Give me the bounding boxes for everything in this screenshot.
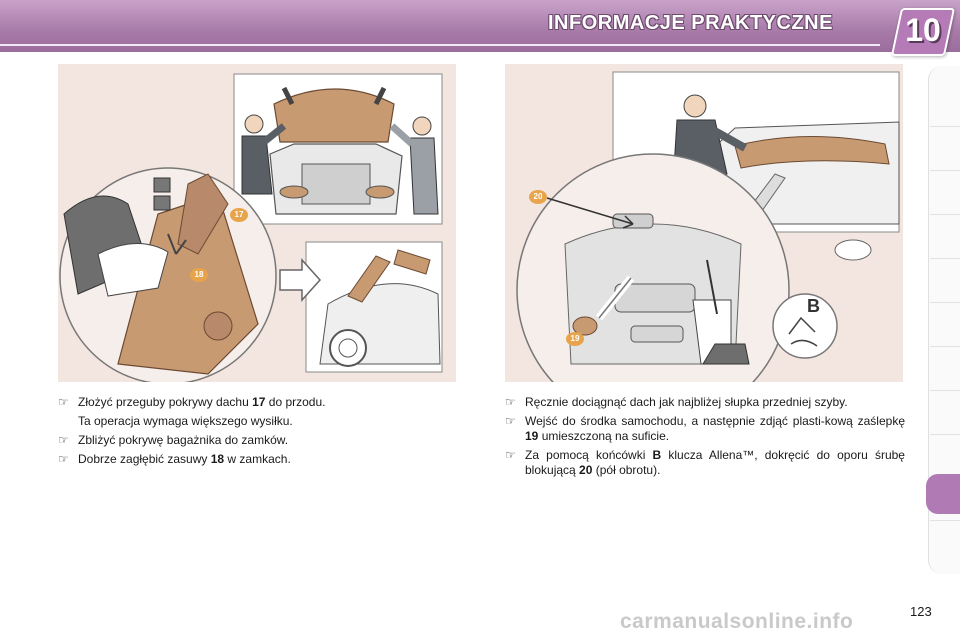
callout-19: 19 [566, 332, 584, 346]
instruction-item: ☞ Złożyć przeguby pokrywy dachu 17 do pr… [58, 395, 456, 410]
right-instructions: ☞ Ręcznie dociągnąć dach jak najbliżej s… [505, 395, 905, 482]
roof-locking-illustration: 20 19 B [505, 64, 903, 382]
instruction-item: ☞ Zbliżyć pokrywę bagażnika do zamków. [58, 433, 456, 448]
callout-18: 18 [190, 268, 208, 282]
pointing-hand-icon: ☞ [58, 433, 69, 447]
instruction-text: Ręcznie dociągnąć dach jak najbliżej słu… [525, 395, 848, 409]
pointing-hand-icon: ☞ [505, 414, 516, 428]
chapter-tab-divider [930, 170, 960, 171]
instruction-item: ☞ Za pomocą końcówki B klucza Allena™, d… [505, 448, 905, 478]
chapter-tab-active[interactable] [926, 474, 960, 514]
chapter-tab-divider [930, 346, 960, 347]
chapter-tab-divider [930, 390, 960, 391]
key-label-b: B [807, 296, 820, 316]
part-number: 19 [525, 429, 539, 443]
chapter-tab-divider [930, 302, 960, 303]
left-instructions: ☞ Złożyć przeguby pokrywy dachu 17 do pr… [58, 395, 456, 471]
instruction-text: w zamkach. [224, 452, 291, 466]
callout-20: 20 [529, 190, 547, 204]
pointing-hand-icon: ☞ [58, 452, 69, 466]
instruction-item: ☞ Dobrze zagłębić zasuwy 18 w zamkach. [58, 452, 456, 467]
part-number: 18 [210, 452, 225, 466]
part-number: 17 [252, 395, 266, 409]
key-tip-label: B [652, 448, 662, 462]
roof-locking-drawing [516, 71, 900, 382]
callout-17: 17 [230, 208, 248, 222]
instruction-text: do przodu. [265, 395, 326, 409]
instruction-text: Złożyć przeguby pokrywy dachu [78, 395, 253, 409]
instruction-text: Wejść do środka samochodu, a następnie z… [525, 414, 905, 428]
roof-folding-illustration: 17 18 [58, 64, 456, 382]
pointing-hand-icon: ☞ [58, 395, 69, 409]
section-title: INFORMACJE PRAKTYCZNE [548, 12, 833, 34]
instruction-text: (pół obrotu). [592, 463, 661, 477]
chapter-tab-divider [930, 214, 960, 215]
chapter-number: 10 [905, 12, 941, 48]
instruction-continuation: Ta operacja wymaga większego wysiłku. [78, 414, 293, 428]
watermark: carmanualsonline.info [620, 610, 854, 633]
part-number: 20 [579, 463, 593, 477]
pointing-hand-icon: ☞ [505, 395, 516, 409]
instruction-text: klucza Allena™, dokręcić do oporu śrubę … [525, 448, 905, 477]
chapter-tab-divider [930, 520, 960, 521]
chapter-tab-divider [930, 434, 960, 435]
chapter-tab-divider [930, 258, 960, 259]
instruction-text: Za pomocą końcówki [525, 448, 653, 462]
instruction-item: ☞ Wejść do środka samochodu, a następnie… [505, 414, 905, 444]
chapter-tab-divider [930, 126, 960, 127]
page-number: 123 [910, 604, 932, 619]
page-header [0, 0, 960, 52]
roof-folding-drawing [59, 73, 443, 382]
instruction-item: ☞ Ręcznie dociągnąć dach jak najbliżej s… [505, 395, 905, 410]
instruction-text: umieszczoną na suficie. [538, 429, 670, 443]
pointing-hand-icon: ☞ [505, 448, 516, 462]
instruction-text: Dobrze zagłębić zasuwy [78, 452, 211, 466]
instruction-text: Zbliżyć pokrywę bagażnika do zamków. [78, 433, 289, 447]
header-divider [0, 44, 880, 46]
